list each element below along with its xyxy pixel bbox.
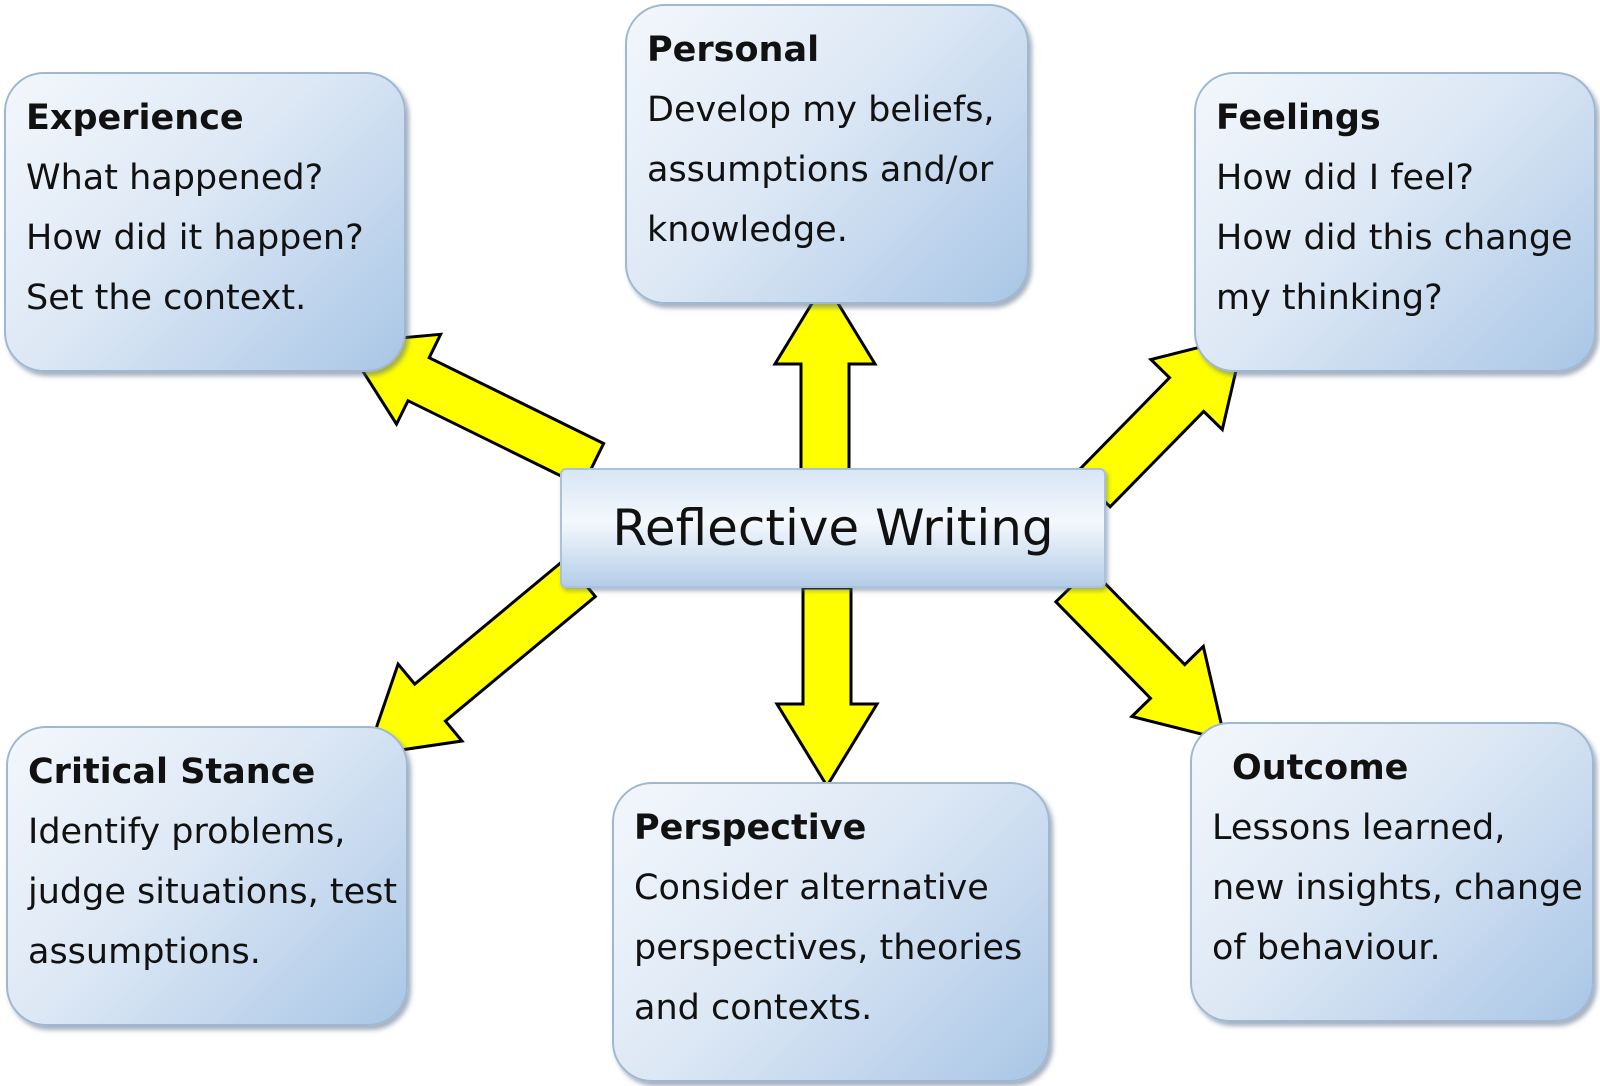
experience-line-3: Set the context.	[26, 278, 307, 318]
perspective-title: Perspective	[634, 808, 867, 848]
feelings-line-2: How did this change	[1216, 218, 1573, 258]
critical-stance-line-1: Identify problems,	[28, 812, 346, 852]
personal-line-1: Develop my beliefs,	[647, 90, 995, 130]
arrow-to-perspective	[774, 586, 880, 789]
personal-title: Personal	[647, 30, 820, 70]
outcome-title: Outcome	[1232, 748, 1409, 788]
arrow-to-outcome	[1053, 566, 1228, 743]
experience-title: Experience	[26, 98, 244, 138]
center-node: Reflective Writing	[560, 468, 1106, 588]
feelings-line-3: my thinking?	[1216, 278, 1443, 318]
outcome-line-1: Lessons learned,	[1212, 808, 1506, 848]
feelings-line-1: How did I feel?	[1216, 158, 1474, 198]
perspective-line-3: and contexts.	[634, 988, 873, 1028]
center-label: Reflective Writing	[612, 499, 1054, 557]
personal-line-2: assumptions and/or	[647, 150, 994, 190]
experience-line-2: How did it happen?	[26, 218, 364, 258]
feelings-node: Feelings How did I feel? How did this ch…	[1194, 72, 1596, 372]
personal-node: Personal Develop my beliefs, assumptions…	[625, 4, 1029, 304]
experience-node: Experience What happened? How did it hap…	[4, 72, 406, 372]
critical-stance-title: Critical Stance	[28, 752, 316, 792]
outcome-line-2: new insights, change	[1212, 868, 1583, 908]
experience-line-1: What happened?	[26, 158, 324, 198]
arrow-to-critical-stance	[364, 557, 598, 757]
personal-line-3: knowledge.	[647, 210, 848, 250]
critical-stance-node: Critical Stance Identify problems, judge…	[6, 726, 408, 1026]
arrow-to-experience	[342, 332, 606, 489]
critical-stance-line-2: judge situations, test	[28, 872, 398, 912]
perspective-line-2: perspectives, theories	[634, 928, 1023, 968]
outcome-line-3: of behaviour.	[1212, 928, 1441, 968]
perspective-line-1: Consider alternative	[634, 868, 989, 908]
arrow-to-personal	[772, 279, 878, 472]
critical-stance-line-3: assumptions.	[28, 932, 261, 972]
perspective-node: Perspective Consider alternative perspec…	[612, 782, 1050, 1082]
outcome-node: Outcome Lessons learned, new insights, c…	[1190, 722, 1594, 1022]
feelings-title: Feelings	[1216, 98, 1381, 138]
